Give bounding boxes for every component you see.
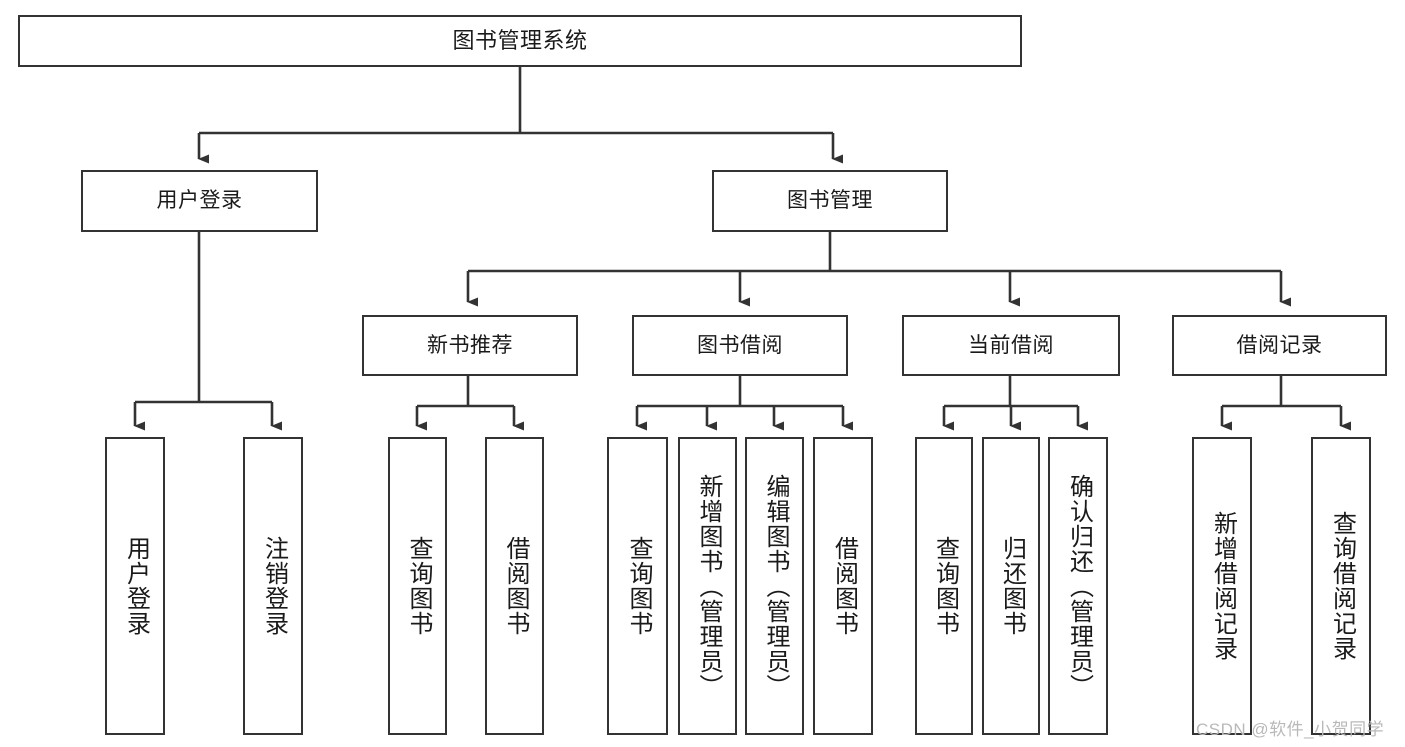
node-leaf-borrow-book[interactable]: 借阅图书 bbox=[813, 437, 873, 735]
node-label: 归还图书 bbox=[998, 536, 1026, 636]
node-user-login[interactable]: 用户登录 bbox=[81, 170, 318, 232]
node-label: 用户登录 bbox=[156, 189, 243, 213]
node-label: 新增借阅记录 bbox=[1209, 511, 1237, 661]
node-label: 图书管理 bbox=[787, 189, 873, 213]
node-book-management[interactable]: 图书管理 bbox=[712, 170, 948, 232]
node-label: 图书管理系统 bbox=[452, 27, 588, 53]
node-label: 新书推荐 bbox=[427, 333, 513, 357]
node-label: 当前借阅 bbox=[968, 333, 1054, 357]
node-label: 查询图书 bbox=[931, 536, 959, 636]
node-leaf-query-book-recommend[interactable]: 查询图书 bbox=[388, 437, 447, 735]
node-root-book-management-system[interactable]: 图书管理系统 bbox=[18, 15, 1022, 67]
node-leaf-user-login[interactable]: 用户登录 bbox=[105, 437, 165, 735]
node-label: 新增图书（管理员） bbox=[694, 473, 722, 699]
node-leaf-query-book-borrow[interactable]: 查询图书 bbox=[607, 437, 668, 735]
csdn-watermark: CSDN @软件_小贺同学 bbox=[1196, 720, 1385, 739]
node-label: 用户登录 bbox=[122, 536, 150, 636]
node-leaf-query-borrow-record[interactable]: 查询借阅记录 bbox=[1311, 437, 1371, 735]
node-book-borrow[interactable]: 图书借阅 bbox=[632, 315, 848, 376]
node-leaf-add-borrow-record[interactable]: 新增借阅记录 bbox=[1192, 437, 1252, 735]
node-label: 确认归还（管理员） bbox=[1065, 473, 1093, 699]
node-current-borrow[interactable]: 当前借阅 bbox=[902, 315, 1120, 376]
node-label: 借阅图书 bbox=[830, 536, 858, 636]
node-leaf-add-book[interactable]: 新增图书（管理员） bbox=[678, 437, 737, 735]
node-borrow-record[interactable]: 借阅记录 bbox=[1172, 315, 1387, 376]
node-label: 编辑图书（管理员） bbox=[761, 473, 789, 699]
node-leaf-edit-book[interactable]: 编辑图书（管理员） bbox=[745, 437, 804, 735]
node-leaf-user-logout[interactable]: 注销登录 bbox=[243, 437, 303, 735]
node-leaf-borrow-book-recommend[interactable]: 借阅图书 bbox=[485, 437, 544, 735]
node-label: 图书借阅 bbox=[697, 333, 783, 357]
node-leaf-return-book[interactable]: 归还图书 bbox=[982, 437, 1040, 735]
node-label: 借阅图书 bbox=[501, 536, 529, 636]
node-label: 借阅记录 bbox=[1236, 333, 1323, 357]
node-new-book-recommend[interactable]: 新书推荐 bbox=[362, 315, 578, 376]
node-label: 查询借阅记录 bbox=[1328, 511, 1356, 661]
node-label: 注销登录 bbox=[260, 536, 288, 636]
node-leaf-confirm-return[interactable]: 确认归还（管理员） bbox=[1048, 437, 1108, 735]
node-leaf-query-book-current[interactable]: 查询图书 bbox=[915, 437, 973, 735]
node-label: 查询图书 bbox=[404, 536, 432, 636]
node-label: 查询图书 bbox=[624, 536, 652, 636]
